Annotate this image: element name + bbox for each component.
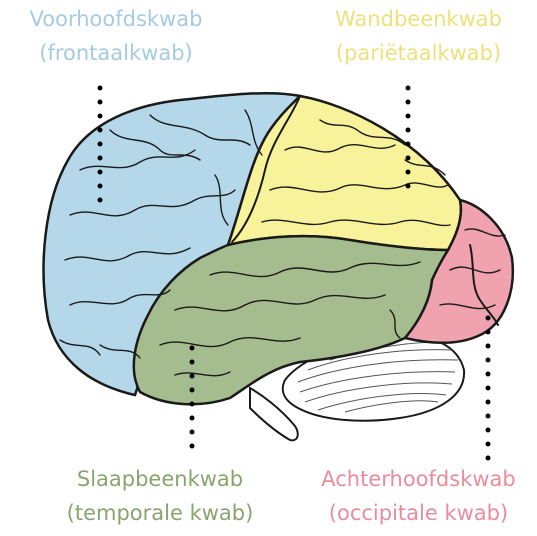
temporal-lobe-label: Slaapbeenkwab (temporale kwab) xyxy=(0,462,320,530)
frontal-lobe-name: Voorhoofdskwab xyxy=(30,7,203,31)
frontal-lobe-label: Voorhoofdskwab (frontaalkwab) xyxy=(0,2,232,70)
occipital-lobe-label: Achterhoofdskwab (occipitale kwab) xyxy=(300,462,537,530)
temporal-lobe-name: Slaapbeenkwab xyxy=(77,467,243,491)
frontal-lobe-latin: (frontaalkwab) xyxy=(39,41,192,65)
temporal-lobe-latin: (temporale kwab) xyxy=(67,501,254,525)
occipital-lobe-name: Achterhoofdskwab xyxy=(321,467,515,491)
parietal-lobe-name: Wandbeenkwab xyxy=(335,7,502,31)
occipital-lobe-latin: (occipitale kwab) xyxy=(329,501,508,525)
parietal-lobe-latin: (pariëtaalkwab) xyxy=(336,41,501,65)
parietal-lobe-label: Wandbeenkwab (pariëtaalkwab) xyxy=(300,2,537,70)
